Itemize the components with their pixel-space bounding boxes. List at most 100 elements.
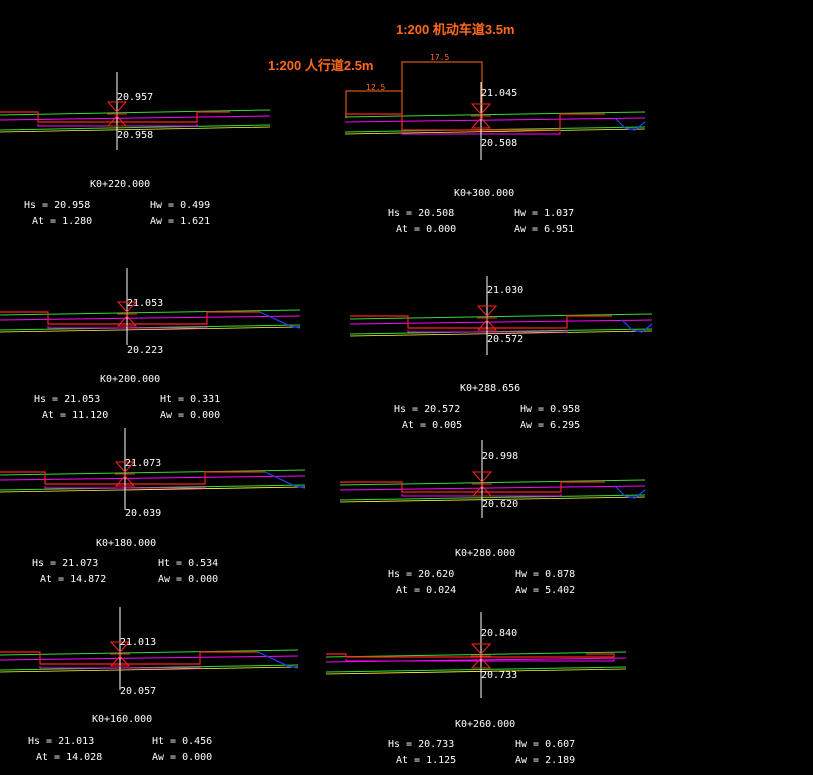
dimension-12-5: 12.5 [366,83,385,92]
ground-line-magenta [0,315,301,321]
ground-line-lower [0,124,271,131]
stat-aw: Aw = 5.402 [515,585,575,596]
elevation-marker-top [470,103,492,115]
stat-hs: Hs = 21.013 [28,736,94,747]
station-label: K0+200.000 [100,374,160,385]
stat-hs: Hs = 20.508 [388,208,454,219]
ground-line-yellow [349,330,653,337]
station-label: K0+180.000 [96,538,156,549]
ground-line-green [0,309,301,316]
ditch [614,485,646,499]
stat-at: At = 1.125 [396,755,456,766]
ground-line-lower [325,666,627,673]
ground-line-yellow [0,126,271,133]
ground-line-green [325,651,627,658]
station-label: K0+300.000 [454,188,514,199]
elevation-marker-top [114,461,136,473]
bottom-elevation-label: 20.223 [127,345,163,356]
stat-aw: Aw = 6.295 [520,420,580,431]
station-label: K0+220.000 [90,179,150,190]
stat-ht: Ht = 0.331 [160,394,220,405]
top-elevation-label: 21.073 [125,458,161,469]
stat-ht: Ht = 0.456 [152,736,212,747]
stat-aw: Aw = 0.000 [160,410,220,421]
ground-line-green [0,109,271,116]
dimension-17-5: 17.5 [430,53,449,62]
ground-line-yellow [344,128,646,135]
bottom-elevation-label: 20.039 [125,508,161,519]
bottom-elevation-label: 20.572 [487,334,523,345]
stat-aw: Aw = 2.189 [515,755,575,766]
stat-aw: Aw = 0.000 [152,752,212,763]
stat-at: At = 14.872 [40,574,106,585]
stat-hw: Hw = 0.499 [150,200,210,211]
top-elevation-label: 21.053 [127,298,163,309]
main-scale-title: 1:200 机动车道3.5m [396,22,515,37]
ground-line-lower [339,494,646,501]
bottom-elevation-label: 20.508 [481,138,517,149]
ground-line-magenta [0,115,271,121]
station-label: K0+288.656 [460,383,520,394]
stat-hs: Hs = 20.733 [388,739,454,750]
top-elevation-label: 20.840 [481,628,517,639]
stat-at: At = 0.000 [396,224,456,235]
sidewalk-scale-title: 1:200 人行道2.5m [268,58,374,73]
station-label: K0+160.000 [92,714,152,725]
bottom-elevation-label: 20.958 [117,130,153,141]
elevation-marker-bottom [114,475,136,487]
ground-line-yellow [0,666,299,673]
ground-line-green [344,111,646,118]
elevation-marker-top [470,643,492,655]
bottom-elevation-label: 20.620 [482,499,518,510]
elevation-marker-bottom [470,657,492,669]
elevation-marker-top [106,101,128,113]
stat-at: At = 1.280 [32,216,92,227]
ground-line-yellow [339,496,646,503]
stat-hw: Hw = 0.958 [520,404,580,415]
ground-line-magenta [0,475,306,481]
elevation-marker-top [471,471,493,483]
elevation-marker-top [476,305,498,317]
stat-aw: Aw = 1.621 [150,216,210,227]
stat-hw: Hw = 0.607 [515,739,575,750]
stat-at: At = 0.024 [396,585,456,596]
design-profile [326,653,615,658]
elevation-marker-bottom [471,485,493,497]
top-elevation-label: 21.013 [120,637,156,648]
top-elevation-label: 21.030 [487,285,523,296]
slope-tail [264,471,306,489]
stat-at: At = 0.005 [402,420,462,431]
dimension-marks [345,61,483,120]
elevation-marker-bottom [476,319,498,331]
elevation-marker-bottom [106,115,128,127]
stat-hw: Hw = 1.037 [514,208,574,219]
bottom-elevation-label: 20.733 [481,670,517,681]
ground-line-green [339,479,646,486]
ground-line-yellow [325,668,627,675]
stat-at: At = 14.028 [36,752,102,763]
subgrade-profile [345,659,615,662]
ground-line-green [0,649,299,656]
stat-at: At = 11.120 [42,410,108,421]
stat-hs: Hs = 20.620 [388,569,454,580]
stat-hs: Hs = 21.073 [32,558,98,569]
stat-hs: Hs = 20.572 [394,404,460,415]
slope-tail [259,311,301,329]
stat-ht: Ht = 0.534 [158,558,218,569]
elevation-marker-bottom [470,117,492,129]
ground-line-yellow [0,486,306,493]
top-elevation-label: 21.045 [481,88,517,99]
ditch [621,319,653,333]
stat-hw: Hw = 0.878 [515,569,575,580]
station-label: K0+280.000 [455,548,515,559]
ground-line-magenta [339,485,646,491]
